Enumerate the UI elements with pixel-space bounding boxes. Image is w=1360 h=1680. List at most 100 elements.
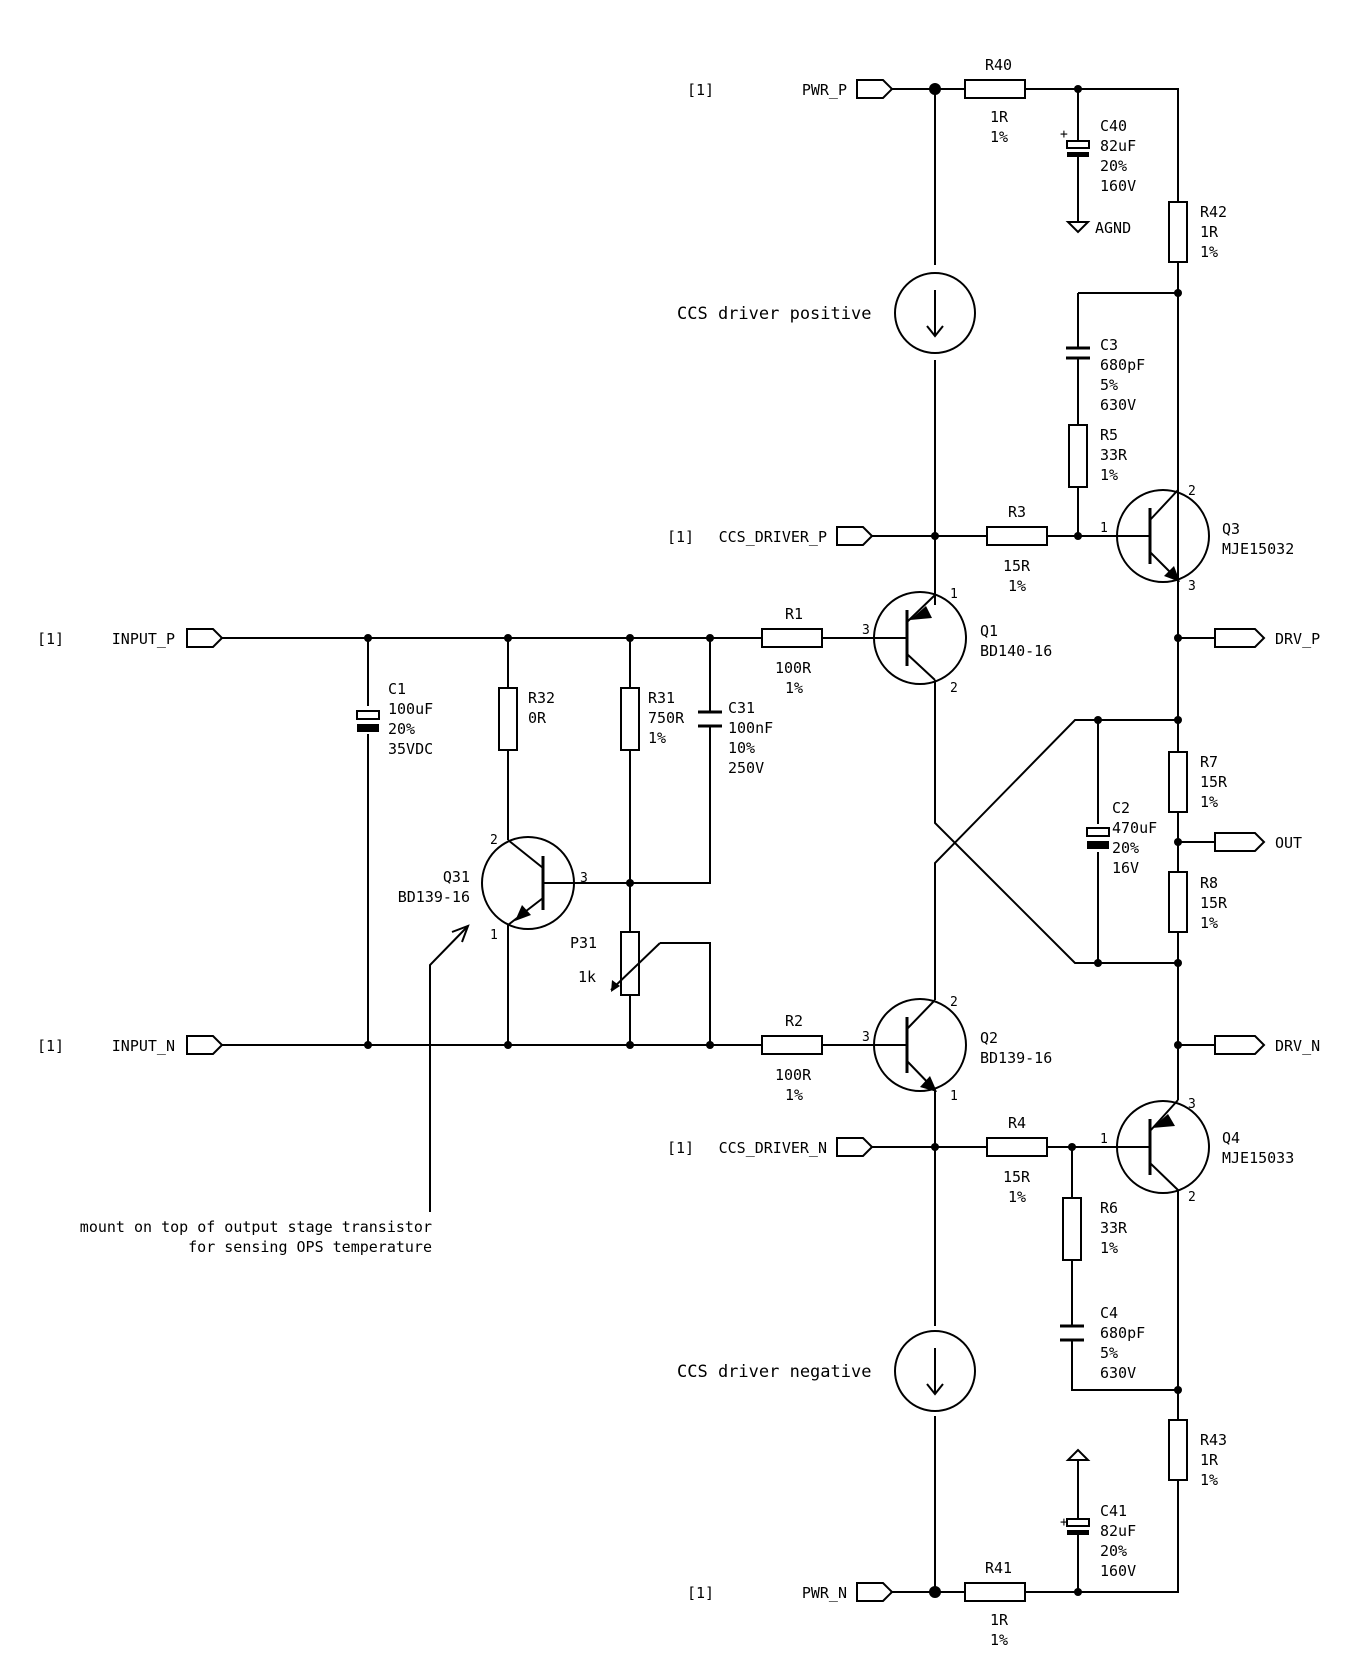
port-flag-input-p	[186, 628, 224, 648]
sheet-ref-ccs-driver-n: [1]	[667, 1139, 694, 1157]
ccs-negative-symbol	[894, 1330, 976, 1412]
resistor-r3	[986, 526, 1048, 546]
r3-value: 15R	[1003, 557, 1031, 575]
q4-pin-base: 1	[1100, 1132, 1108, 1147]
c3-ref: C3	[1100, 336, 1118, 354]
r2-value: 100R	[775, 1066, 812, 1084]
q3-pin-collector: 2	[1188, 484, 1196, 499]
q2-pin-emitter: 1	[950, 1089, 958, 1104]
r7-tolerance: 1%	[1200, 793, 1218, 811]
r32-ref: R32	[528, 689, 555, 707]
r8-value: 15R	[1200, 894, 1228, 912]
resistor-r5	[1068, 424, 1088, 488]
port-label-ccs-driver-n: CCS_DRIVER_N	[719, 1139, 827, 1157]
agnd-symbol-inverted	[1065, 1448, 1091, 1461]
transistor-q31	[481, 836, 575, 930]
note-line-1: mount on top of output stage transistor	[80, 1218, 432, 1236]
q3-part: MJE15032	[1222, 540, 1294, 558]
resistor-r42	[1168, 201, 1188, 263]
c31-value: 100nF	[728, 719, 773, 737]
r41-ref: R41	[985, 1559, 1012, 1577]
c41-voltage: 160V	[1100, 1562, 1136, 1580]
c41-tolerance: 20%	[1100, 1542, 1127, 1560]
transistor-q1	[870, 591, 967, 685]
r2-ref: R2	[785, 1012, 803, 1030]
labels: [1] [1] [1] [1] [1] [1] PWR_P PWR_N CCS_…	[37, 56, 1320, 1649]
ccs-positive-label: CCS driver positive	[677, 304, 871, 324]
r42-tolerance: 1%	[1200, 243, 1218, 261]
r1-value: 100R	[775, 659, 812, 677]
c1-voltage: 35VDC	[388, 740, 433, 758]
ccs-negative-label: CCS driver negative	[677, 1362, 871, 1382]
c41-value: 82uF	[1100, 1522, 1136, 1540]
r4-value: 15R	[1003, 1168, 1031, 1186]
q4-ref: Q4	[1222, 1129, 1240, 1147]
port-label-out: OUT	[1275, 834, 1302, 852]
q31-ref: Q31	[443, 868, 470, 886]
r6-tolerance: 1%	[1100, 1239, 1118, 1257]
capacitor-c2	[1086, 827, 1110, 837]
capacitor-c1	[356, 710, 380, 720]
c1-tolerance: 20%	[388, 720, 415, 738]
c40-ref: C40	[1100, 117, 1127, 135]
r3-ref: R3	[1008, 503, 1026, 521]
r2-tolerance: 1%	[785, 1086, 803, 1104]
transistors	[481, 489, 1210, 1194]
c40-value: 82uF	[1100, 137, 1136, 155]
port-label-input-n: INPUT_N	[112, 1037, 175, 1055]
note-line-2: for sensing OPS temperature	[188, 1238, 432, 1256]
r6-ref: R6	[1100, 1199, 1118, 1217]
r42-value: 1R	[1200, 223, 1219, 241]
r42-ref: R42	[1200, 203, 1227, 221]
c40-voltage: 160V	[1100, 177, 1136, 195]
port-flag-pwr-n	[856, 1582, 894, 1602]
r5-value: 33R	[1100, 446, 1128, 464]
capacitor-c31	[698, 710, 722, 728]
current-sources	[894, 272, 976, 1412]
q4-pin-collector: 2	[1188, 1190, 1196, 1205]
q3-pin-emitter: 3	[1188, 579, 1196, 594]
c1-ref: C1	[388, 680, 406, 698]
r40-tolerance: 1%	[990, 128, 1008, 146]
c3-value: 680pF	[1100, 356, 1145, 374]
port-label-drv-p: DRV_P	[1275, 630, 1320, 648]
q1-pin-collector: 2	[950, 681, 958, 696]
junctions	[364, 83, 1182, 1598]
capacitor-c4	[1060, 1324, 1084, 1342]
r7-ref: R7	[1200, 753, 1218, 771]
r5-tolerance: 1%	[1100, 466, 1118, 484]
r4-ref: R4	[1008, 1114, 1026, 1132]
q31-part: BD139-16	[398, 888, 470, 906]
resistors	[498, 79, 1188, 1602]
polarity-c40: +	[1060, 127, 1068, 142]
c3-voltage: 630V	[1100, 396, 1136, 414]
r7-value: 15R	[1200, 773, 1228, 791]
port-flag-input-n	[186, 1035, 224, 1055]
p31-value: 1k	[578, 968, 596, 986]
agnd-label: AGND	[1095, 219, 1131, 237]
resistor-r32	[498, 687, 518, 751]
resistor-r1	[761, 628, 823, 648]
r31-ref: R31	[648, 689, 675, 707]
wires	[222, 88, 1215, 1593]
port-label-pwr-n: PWR_N	[802, 1584, 847, 1602]
port-flag-drv-p	[1214, 628, 1266, 648]
r4-tolerance: 1%	[1008, 1188, 1026, 1206]
q31-pin-base: 3	[580, 871, 588, 886]
c4-value: 680pF	[1100, 1324, 1145, 1342]
port-label-drv-n: DRV_N	[1275, 1037, 1320, 1055]
port-flag-drv-n	[1214, 1035, 1266, 1055]
c2-value: 470uF	[1112, 819, 1157, 837]
r8-ref: R8	[1200, 874, 1218, 892]
c1-value: 100uF	[388, 700, 433, 718]
capacitor-c40	[1066, 140, 1090, 149]
sheet-ref-input-n: [1]	[37, 1037, 64, 1055]
capacitors	[356, 140, 1110, 1535]
r41-tolerance: 1%	[990, 1631, 1008, 1649]
r3-tolerance: 1%	[1008, 577, 1026, 595]
r6-value: 33R	[1100, 1219, 1128, 1237]
port-flag-out	[1214, 832, 1266, 852]
polarity-c41: +	[1060, 1515, 1068, 1530]
r43-tolerance: 1%	[1200, 1471, 1218, 1489]
resistor-r4	[986, 1137, 1048, 1157]
